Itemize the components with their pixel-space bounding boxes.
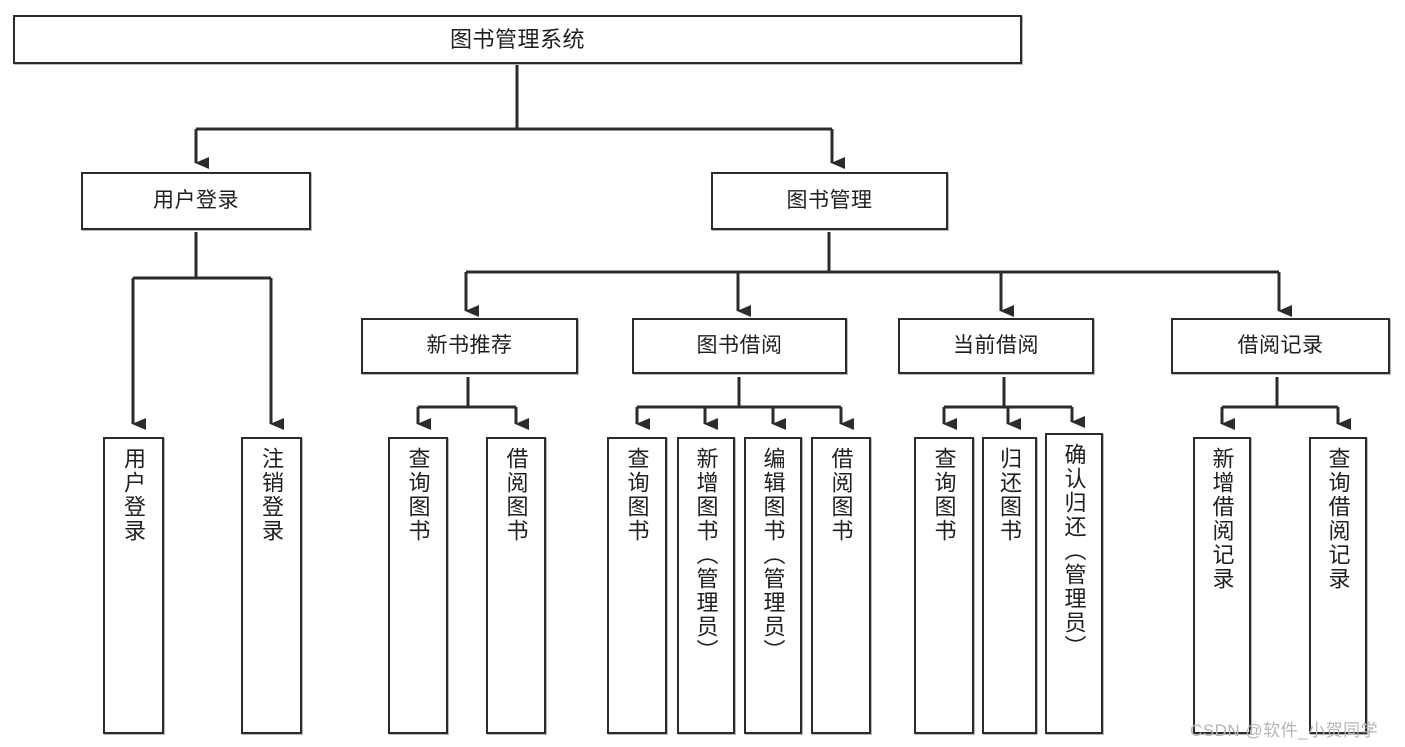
node-user-login[interactable]: 用户登录 bbox=[81, 172, 311, 230]
leaf-user-login[interactable]: 用户登录 bbox=[103, 437, 164, 734]
leaf-user-login-label: 用户登录 bbox=[121, 447, 147, 543]
leaf-return-book-label: 归还图书 bbox=[997, 447, 1023, 543]
csdn-watermark: CSDN @软件_小贺同学 bbox=[1190, 721, 1379, 740]
node-borrow-record-label: 借阅记录 bbox=[1237, 333, 1324, 357]
leaf-query-book-rec[interactable]: 查询图书 bbox=[388, 437, 448, 734]
leaf-query-book-current[interactable]: 查询图书 bbox=[914, 437, 974, 734]
leaf-edit-book-admin[interactable]: 编辑图书（管理员） bbox=[744, 437, 802, 734]
leaf-edit-book-admin-label: 编辑图书（管理员） bbox=[760, 447, 786, 663]
leaf-borrow-book-borrow-label: 借阅图书 bbox=[828, 447, 854, 543]
leaf-query-book-borrow-label: 查询图书 bbox=[624, 447, 650, 543]
node-book-management-label: 图书管理 bbox=[786, 188, 873, 212]
leaf-query-borrow-record-label: 查询借阅记录 bbox=[1325, 447, 1351, 591]
leaf-add-borrow-record-label: 新增借阅记录 bbox=[1209, 447, 1235, 591]
node-borrow-record[interactable]: 借阅记录 bbox=[1171, 318, 1390, 374]
node-root[interactable]: 图书管理系统 bbox=[13, 15, 1022, 64]
node-book-management[interactable]: 图书管理 bbox=[711, 172, 948, 230]
node-user-login-label: 用户登录 bbox=[153, 188, 239, 212]
leaf-borrow-book-rec[interactable]: 借阅图书 bbox=[486, 437, 546, 734]
node-current-borrow[interactable]: 当前借阅 bbox=[898, 318, 1094, 374]
leaf-add-book-admin-label: 新增图书（管理员） bbox=[693, 447, 719, 663]
leaf-add-borrow-record[interactable]: 新增借阅记录 bbox=[1193, 437, 1251, 734]
leaf-borrow-book-rec-label: 借阅图书 bbox=[503, 447, 529, 543]
leaf-confirm-return-admin-label: 确认归还（管理员） bbox=[1061, 443, 1087, 659]
leaf-query-borrow-record[interactable]: 查询借阅记录 bbox=[1309, 437, 1367, 734]
node-new-book-recommend[interactable]: 新书推荐 bbox=[361, 318, 578, 374]
leaf-query-book-current-label: 查询图书 bbox=[931, 447, 957, 543]
leaf-return-book[interactable]: 归还图书 bbox=[982, 437, 1037, 734]
node-root-label: 图书管理系统 bbox=[449, 26, 585, 52]
leaf-add-book-admin[interactable]: 新增图书（管理员） bbox=[677, 437, 735, 734]
leaf-user-logout-label: 注销登录 bbox=[259, 447, 285, 543]
node-book-borrow-label: 图书借阅 bbox=[696, 333, 783, 357]
leaf-borrow-book-borrow[interactable]: 借阅图书 bbox=[811, 437, 871, 734]
node-book-borrow[interactable]: 图书借阅 bbox=[632, 318, 847, 374]
leaf-confirm-return-admin[interactable]: 确认归还（管理员） bbox=[1045, 433, 1103, 734]
node-new-book-recommend-label: 新书推荐 bbox=[426, 333, 513, 357]
leaf-query-book-rec-label: 查询图书 bbox=[405, 447, 431, 543]
node-current-borrow-label: 当前借阅 bbox=[953, 333, 1039, 357]
leaf-query-book-borrow[interactable]: 查询图书 bbox=[607, 437, 667, 734]
leaf-user-logout[interactable]: 注销登录 bbox=[241, 437, 302, 734]
